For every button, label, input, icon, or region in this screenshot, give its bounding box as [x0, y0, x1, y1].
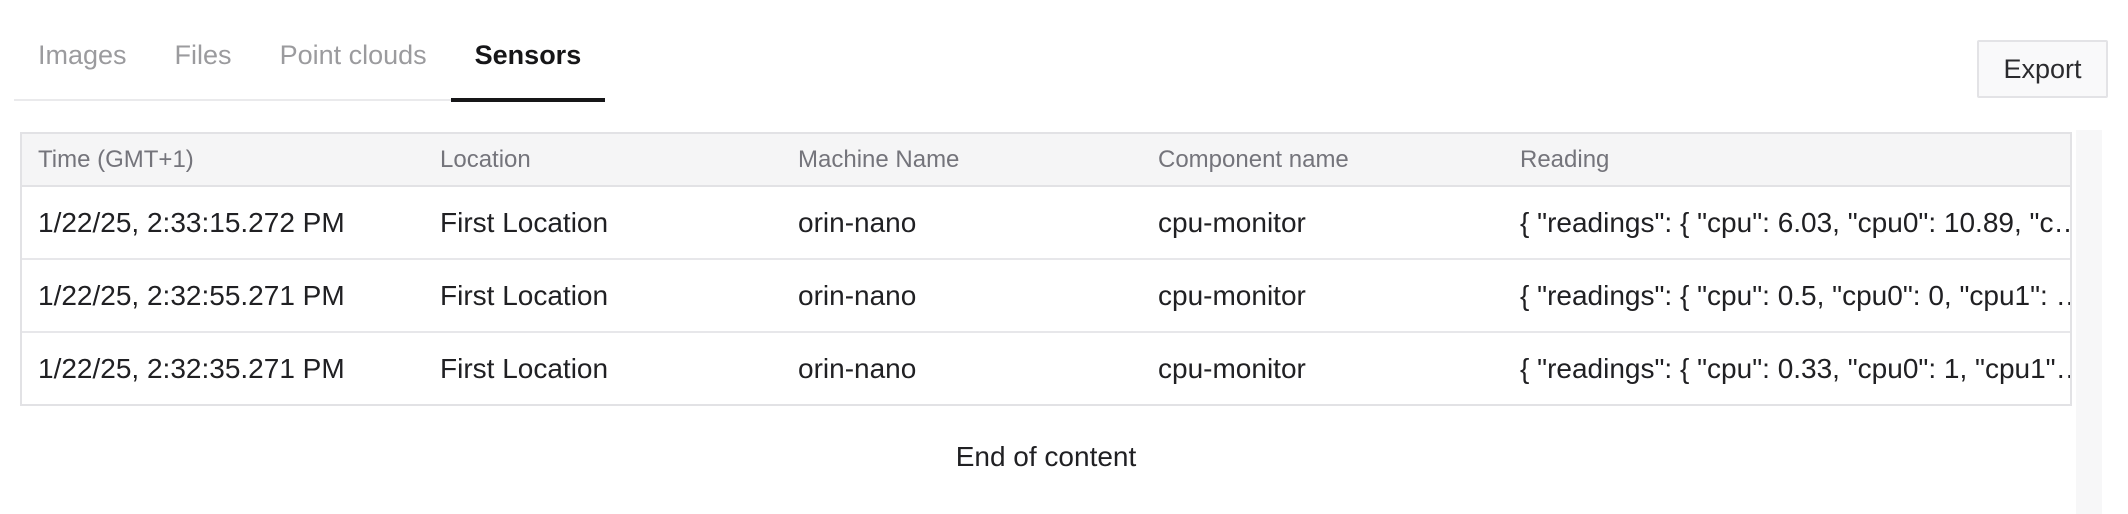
cell-machine_name: orin-nano	[798, 206, 917, 238]
cell-machine_name: orin-nano	[798, 279, 917, 311]
cell-time: 1/22/25, 2:32:35.271 PM	[38, 352, 345, 384]
cell-location: First Location	[440, 279, 609, 311]
table-row: 1/22/25, 2:33:15.272 PM First Location ori…	[22, 187, 2070, 260]
table-header-row: Time (GMT+1) Location Machine Name Componen…	[22, 134, 2070, 187]
column-header-location: Location	[440, 145, 531, 173]
tab-images[interactable]: Images	[38, 40, 127, 70]
cell-location: First Location	[440, 206, 609, 238]
cell-component_name: cpu-monitor	[1158, 279, 1306, 311]
tab-point-clouds[interactable]: Point clouds	[279, 40, 427, 70]
cell-component_name: cpu-monitor	[1158, 352, 1306, 384]
cell-location: First Location	[440, 352, 609, 384]
cell-time: 1/22/25, 2:33:15.272 PM	[38, 206, 345, 238]
tab-list: Images Files Point clouds Sensors	[14, 0, 606, 102]
table-body: 1/22/25, 2:33:15.272 PM First Location ori…	[22, 187, 2070, 404]
export-button[interactable]: Export	[1977, 40, 2108, 98]
end-of-content-label: End of content	[955, 441, 1137, 472]
cell-reading: { "readings": { "cpu": 0.5, "cpu0": 0, "…	[1520, 279, 2070, 311]
column-header-machine_name: Machine Name	[798, 145, 960, 173]
tab-bar: Images Files Point clouds Sensors Export	[0, 0, 2128, 102]
table-row: 1/22/25, 2:32:55.271 PM First Location ori…	[22, 260, 2070, 333]
cell-time: 1/22/25, 2:32:55.271 PM	[38, 279, 345, 311]
cell-reading: { "readings": { "cpu": 6.03, "cpu0": 10.…	[1520, 206, 2070, 238]
tab-sensors[interactable]: Sensors	[450, 0, 606, 102]
column-header-time: Time (GMT+1)	[38, 145, 194, 173]
cell-component_name: cpu-monitor	[1158, 206, 1306, 238]
tab-files[interactable]: Files	[174, 40, 232, 70]
column-header-component_name: Component name	[1158, 145, 1349, 173]
sensor-readings-table: Time (GMT+1) Location Machine Name Componen…	[20, 132, 2072, 406]
cell-reading: { "readings": { "cpu": 0.33, "cpu0": 1, …	[1520, 352, 2070, 384]
column-header-reading: Reading	[1520, 145, 1610, 173]
cell-machine_name: orin-nano	[798, 352, 917, 384]
vertical-scrollbar-track[interactable]	[2076, 130, 2102, 514]
table-row: 1/22/25, 2:32:35.271 PM First Location ori…	[22, 333, 2070, 404]
